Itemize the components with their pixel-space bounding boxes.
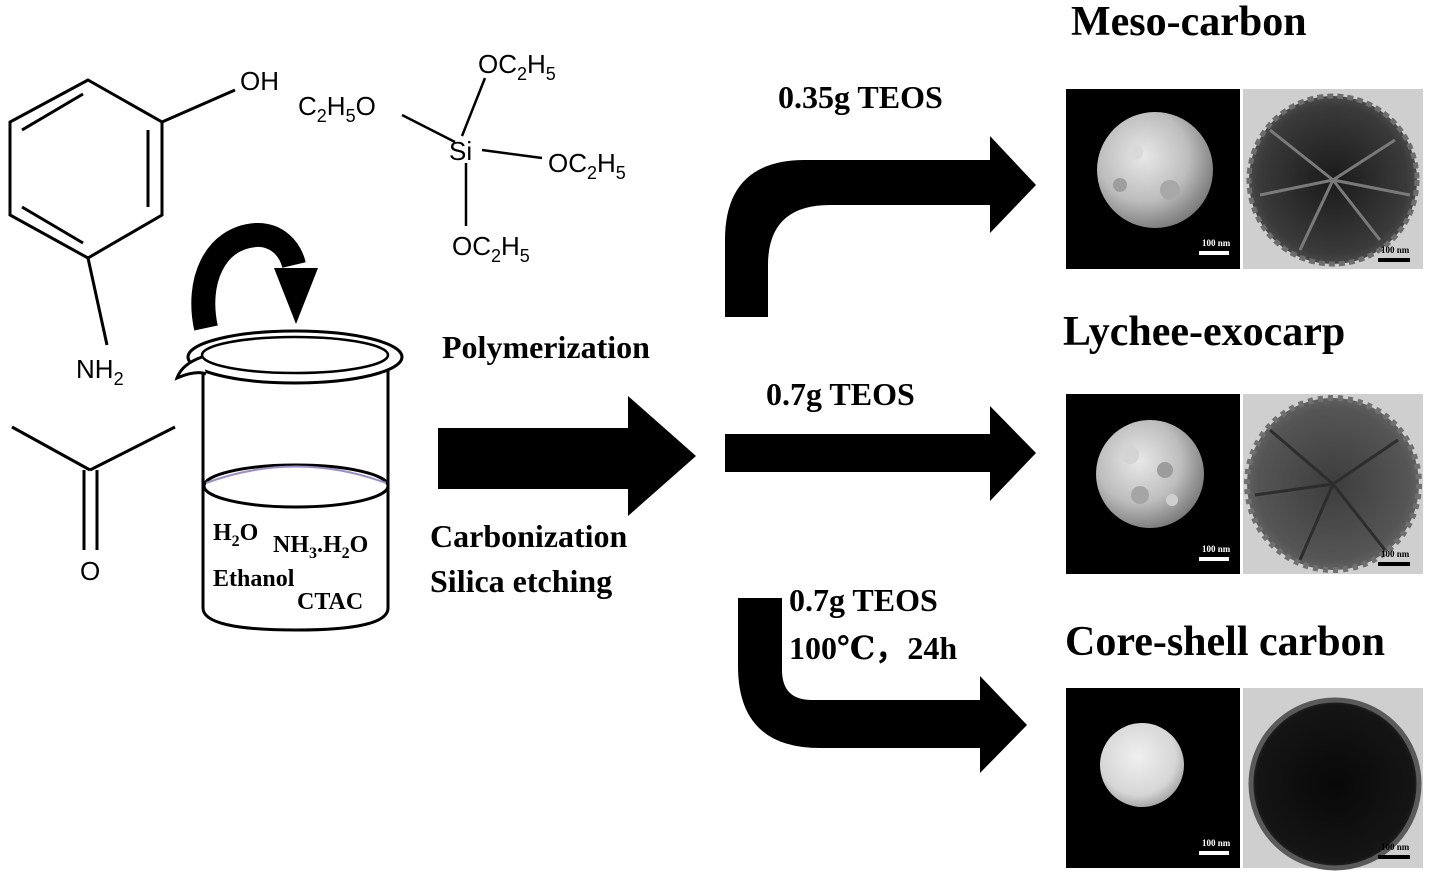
addition-arrow: [191, 223, 318, 331]
teos-ethoxy-right: OC2H5: [548, 148, 626, 183]
tem-image-lychee: 100 nm: [1243, 394, 1423, 574]
route-arrow-lychee: [725, 406, 1036, 501]
polymerization-label: Polymerization: [442, 329, 650, 365]
ctac-label: CTAC: [297, 589, 363, 615]
sem-scale-lychee: 100 nm: [1202, 544, 1231, 554]
tem-scale-core-shell: 100 nm: [1381, 842, 1410, 852]
teos-ethoxy-left: C2H5O: [298, 91, 376, 126]
silicon-label: Si: [449, 136, 472, 166]
route-arrow-core-shell: [738, 598, 1027, 773]
water-label: H2O: [213, 520, 258, 550]
sem-image-core-shell: 100 nm: [1066, 688, 1240, 868]
carbonization-label: Carbonization: [430, 518, 628, 554]
product-title-meso: Meso-carbon: [1071, 0, 1307, 45]
tem-scale-lychee: 100 nm: [1381, 549, 1410, 559]
route-arrow-meso: [725, 136, 1036, 317]
process-arrow: [438, 396, 696, 516]
teos-ethoxy-bottom: OC2H5: [452, 231, 530, 266]
aminophenol-structure: [8, 78, 236, 346]
tem-image-core-shell: 100 nm: [1243, 688, 1423, 871]
beaker-liquid-surface: [205, 465, 387, 484]
route-condition-meso: 0.35g TEOS: [778, 79, 943, 115]
ethanol-label: Ethanol: [213, 566, 295, 592]
sem-scale-meso: 100 nm: [1202, 238, 1231, 248]
sem-image-meso: 100 nm: [1066, 89, 1240, 269]
route-condition-core-shell-hydrothermal: 100℃，24h: [789, 630, 957, 666]
amine-label: NH2: [76, 354, 124, 389]
silica-etching-label: Silica etching: [430, 563, 612, 599]
sem-image-lychee: 100 nm: [1066, 394, 1240, 574]
acetone-oxygen-label: O: [80, 556, 100, 586]
tem-image-meso: 100 nm: [1243, 89, 1423, 269]
product-title-lychee: Lychee-exocarp: [1063, 309, 1345, 355]
teos-structure: [401, 77, 543, 226]
tem-scale-meso: 100 nm: [1381, 245, 1410, 255]
ammonia-label: NH3.H2O: [273, 532, 368, 562]
acetone-structure: [11, 425, 176, 550]
sem-scale-core-shell: 100 nm: [1202, 838, 1231, 848]
route-condition-core-shell: 0.7g TEOS: [789, 582, 938, 618]
product-title-core-shell: Core-shell carbon: [1065, 619, 1385, 665]
hydroxyl-label: OH: [240, 66, 279, 96]
teos-ethoxy-top: OC2H5: [478, 49, 556, 84]
route-condition-lychee: 0.7g TEOS: [766, 376, 915, 412]
beaker: [174, 329, 404, 632]
